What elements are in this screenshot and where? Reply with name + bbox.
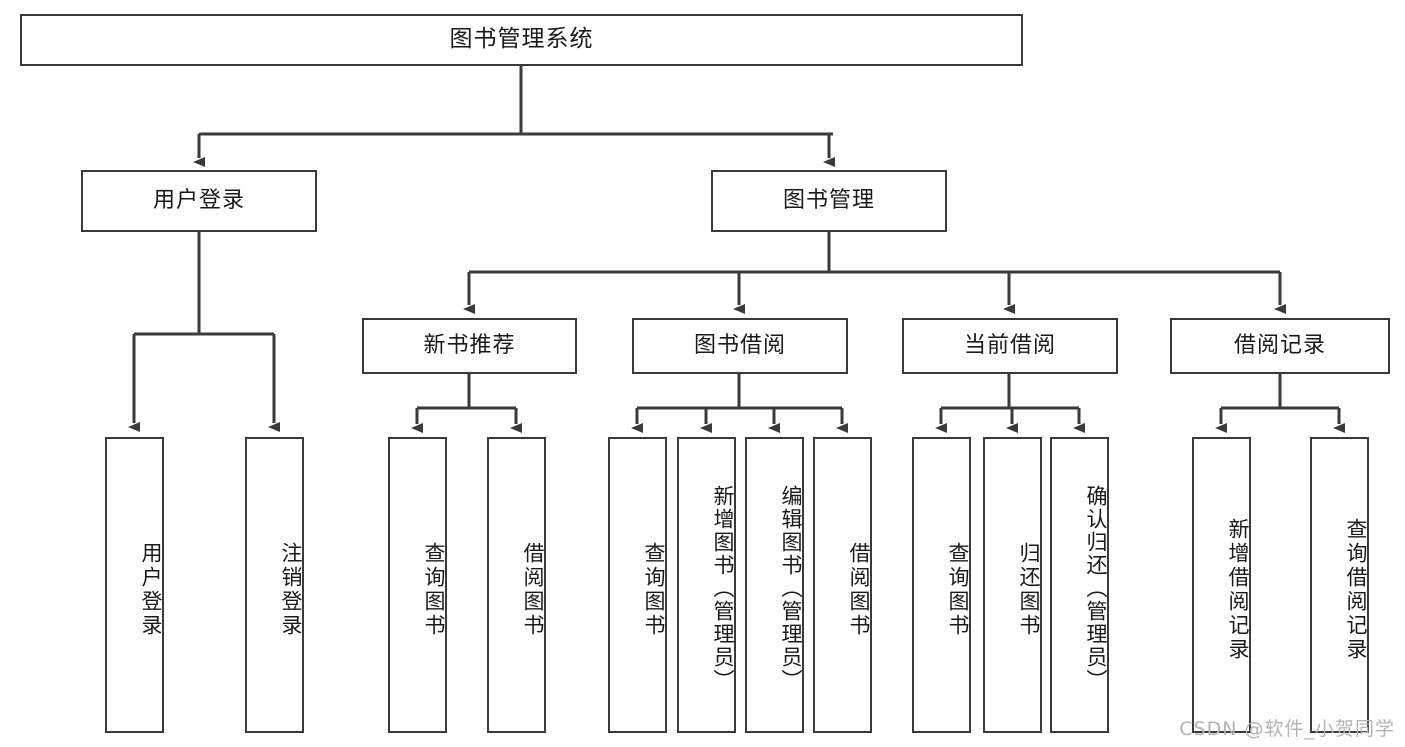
- node-book-borrow[interactable]: 图书借阅: [632, 318, 848, 374]
- leaf-logout-login[interactable]: 注销登录: [245, 437, 304, 733]
- node-new-book-recommend[interactable]: 新书推荐: [362, 318, 577, 374]
- watermark-text: CSDN @软件_小贺同学: [1179, 718, 1395, 740]
- node-user-login[interactable]: 用户登录: [81, 170, 317, 232]
- leaf-query-book-current[interactable]: 查询图书: [912, 437, 971, 733]
- node-borrow-record[interactable]: 借阅记录: [1170, 318, 1390, 374]
- leaf-confirm-return-admin[interactable]: 确认归还（管理员）: [1050, 437, 1109, 733]
- leaf-query-book-recommend[interactable]: 查询图书: [388, 437, 447, 733]
- node-current-borrow[interactable]: 当前借阅: [902, 318, 1118, 374]
- leaf-query-book-borrow[interactable]: 查询图书: [608, 437, 667, 733]
- leaf-add-borrow-record[interactable]: 新增借阅记录: [1192, 437, 1251, 733]
- leaf-edit-book-admin[interactable]: 编辑图书（管理员）: [745, 437, 804, 733]
- leaf-borrow-book-recommend[interactable]: 借阅图书: [487, 437, 546, 733]
- leaf-query-borrow-record[interactable]: 查询借阅记录: [1310, 437, 1369, 733]
- leaf-borrow-book[interactable]: 借阅图书: [813, 437, 872, 733]
- leaf-return-book[interactable]: 归还图书: [983, 437, 1042, 733]
- leaf-user-login[interactable]: 用户登录: [105, 437, 164, 733]
- leaf-add-book-admin[interactable]: 新增图书（管理员）: [677, 437, 736, 733]
- node-root-system[interactable]: 图书管理系统: [20, 14, 1023, 66]
- node-book-management[interactable]: 图书管理: [711, 170, 947, 232]
